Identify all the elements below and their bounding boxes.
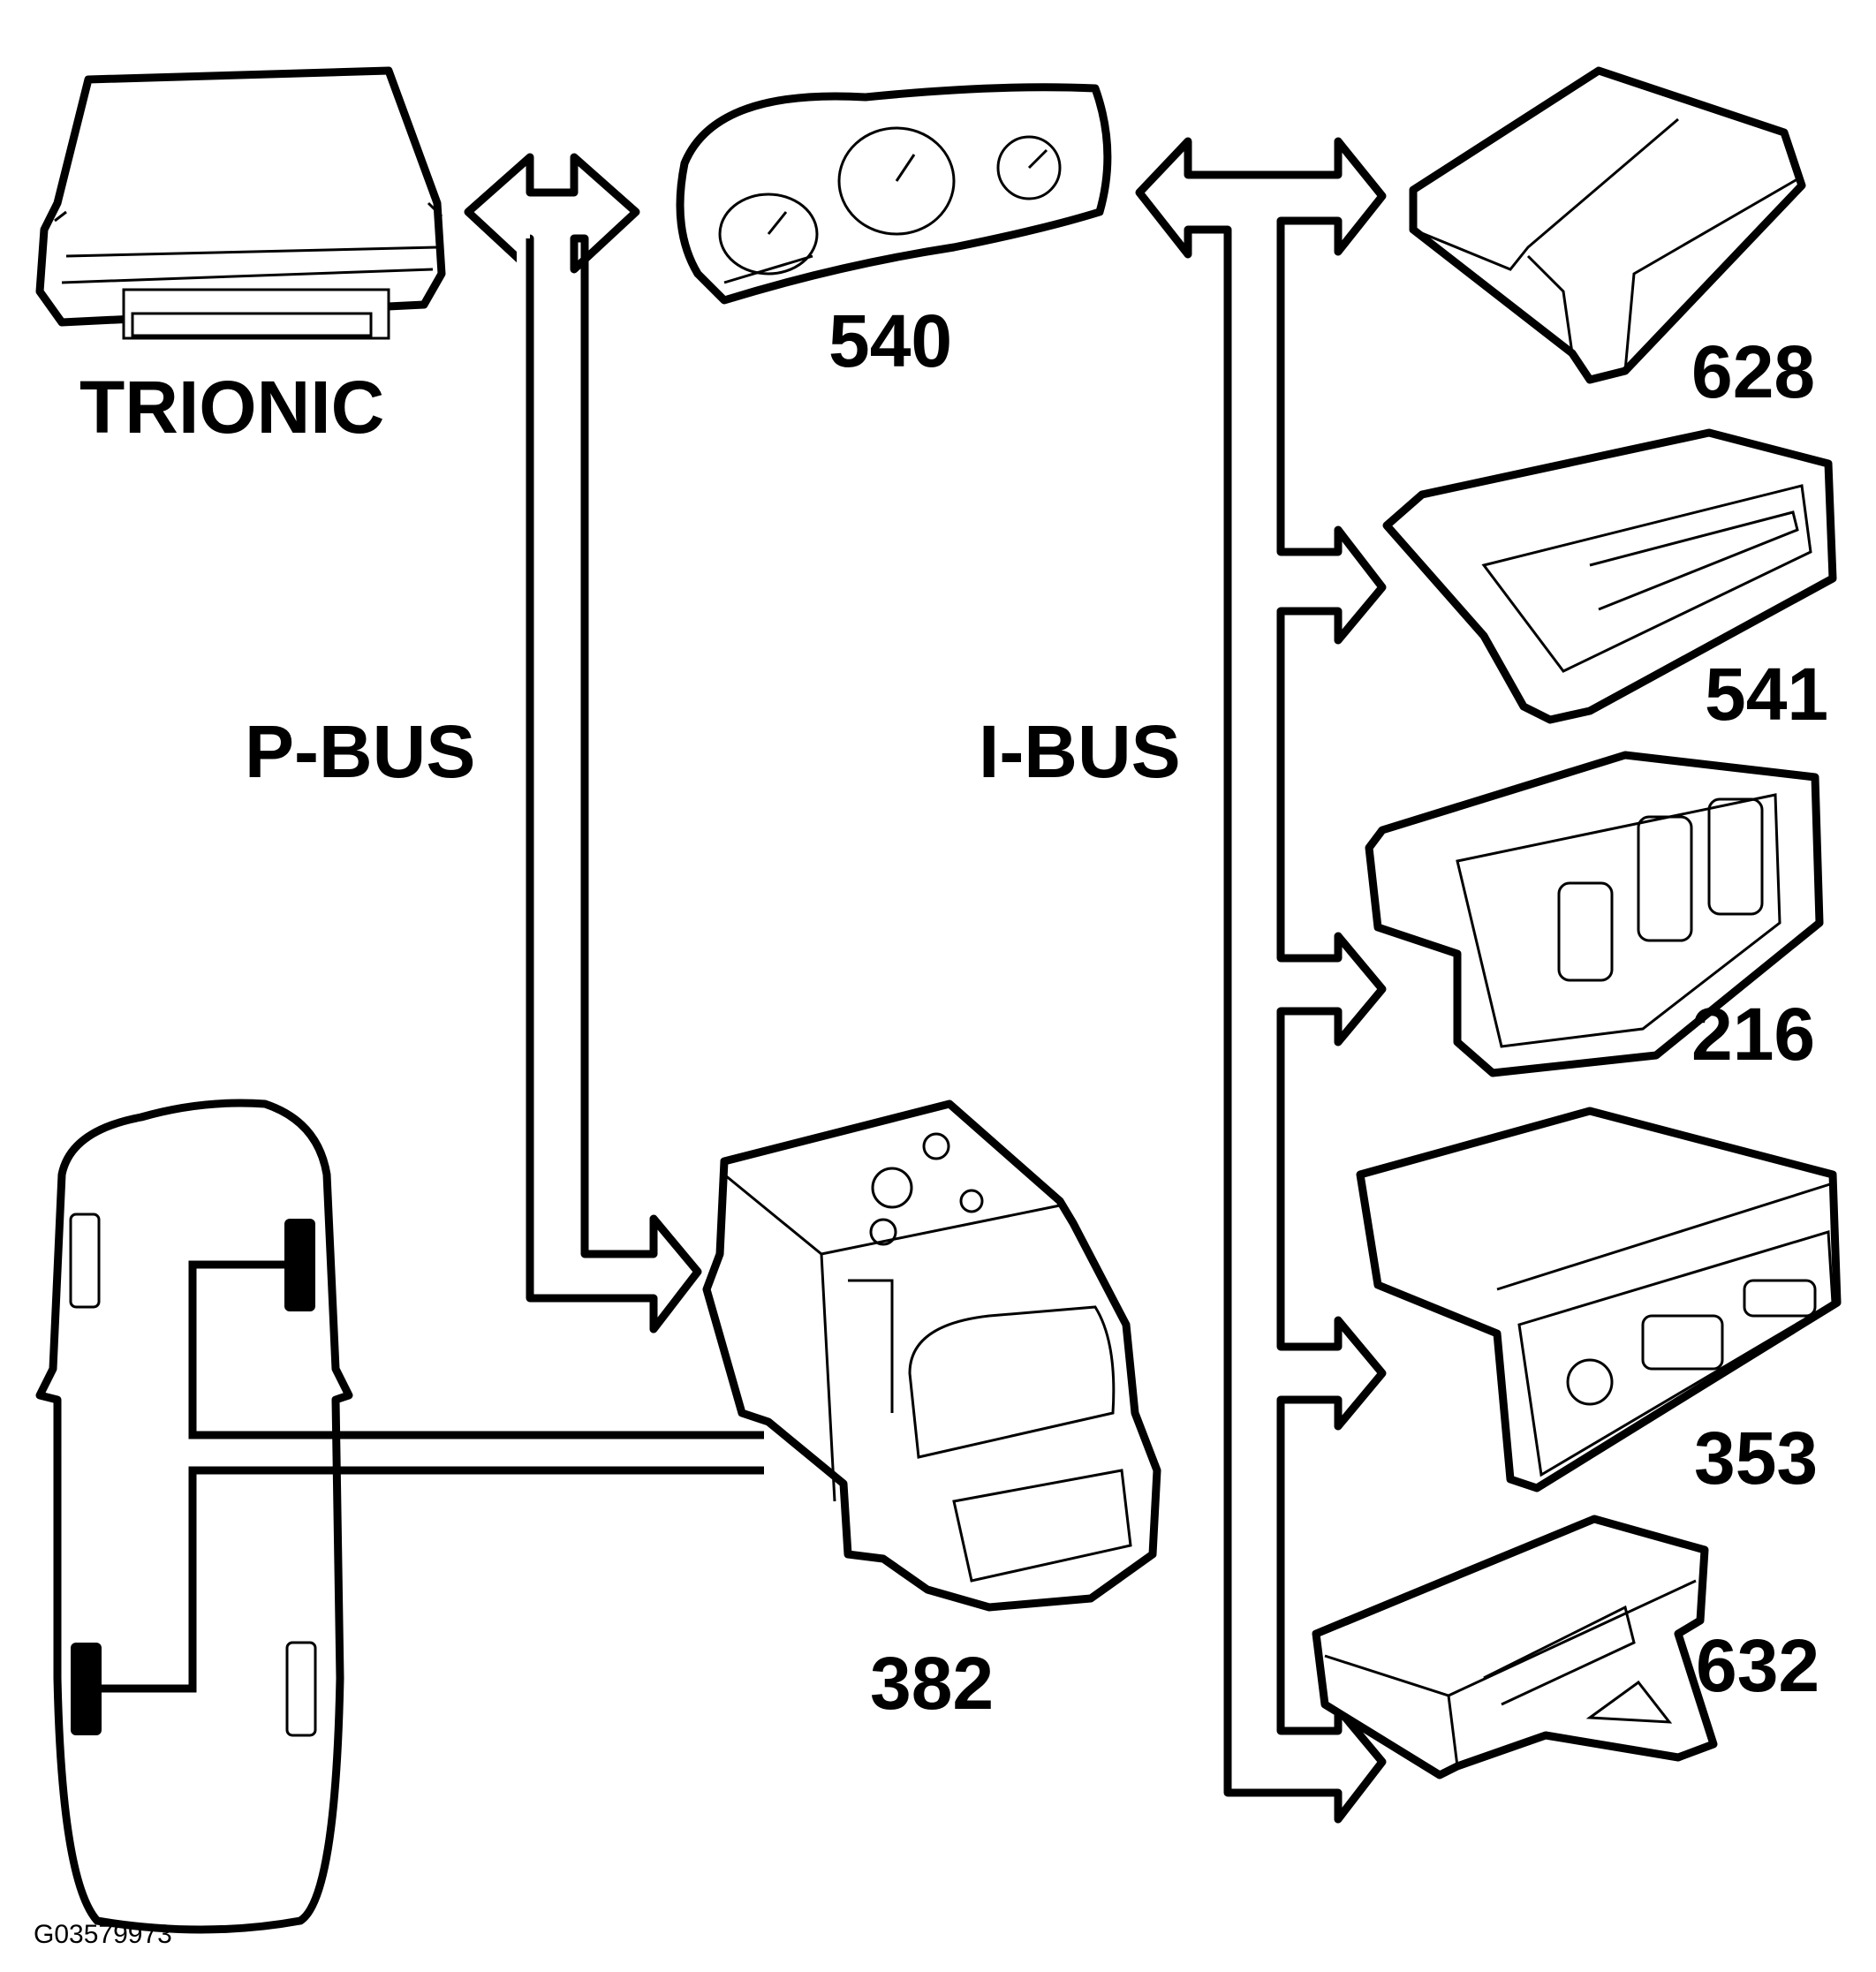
unit-632-drawing	[1312, 1515, 1718, 1779]
unit-632-label: 632	[1696, 1624, 1819, 1707]
figure-reference-code: G03579973	[34, 1920, 172, 1949]
p-bus-lines	[464, 153, 702, 1334]
wheel-sensor-wires	[102, 1260, 764, 1693]
unit-541-drawing	[1382, 428, 1837, 724]
instrument-cluster-drawing	[676, 83, 1112, 305]
i-bus-label: I-BUS	[979, 710, 1181, 793]
unit-541-label: 541	[1705, 653, 1828, 736]
abs-unit-drawing	[702, 1099, 1161, 1612]
p-bus-label: P-BUS	[245, 710, 475, 793]
unit-628-label: 628	[1691, 330, 1815, 413]
unit-353-drawing	[1356, 1107, 1842, 1492]
unit-216-label: 216	[1691, 993, 1815, 1076]
unit-628-drawing	[1409, 66, 1806, 384]
trionic-ecu-drawing	[35, 66, 446, 340]
trionic-label: TRIONIC	[79, 366, 384, 449]
instrument-cluster-label: 540	[828, 299, 952, 382]
abs-unit-label: 382	[870, 1642, 994, 1725]
unit-353-label: 353	[1694, 1417, 1818, 1500]
i-bus-lines	[1135, 137, 1387, 1824]
unit-216-drawing	[1365, 751, 1824, 1077]
